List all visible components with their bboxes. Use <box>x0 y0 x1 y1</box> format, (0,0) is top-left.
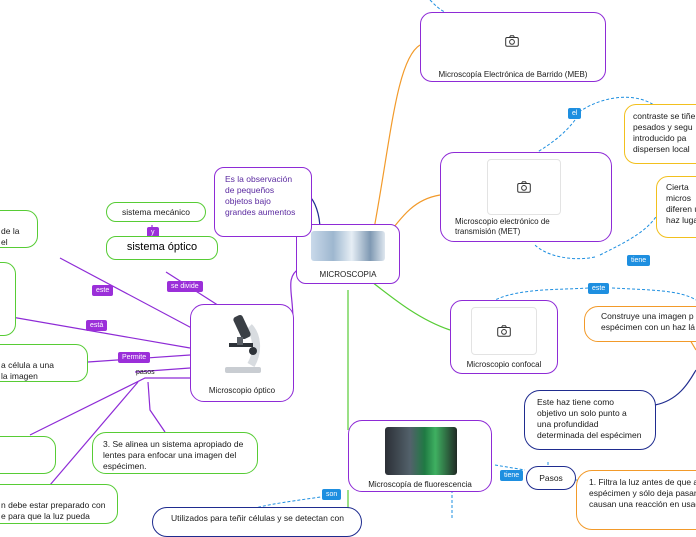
left-step-node[interactable] <box>0 436 56 474</box>
step-bottom-text: n debe estar preparado con e para que la… <box>1 500 106 521</box>
step-bottom-node[interactable]: n debe estar preparado con e para que la… <box>0 484 118 524</box>
fluorescence-image <box>385 427 457 475</box>
optical-node[interactable]: Microscopio óptico <box>190 304 294 402</box>
central-image <box>311 231 385 261</box>
camera-icon <box>497 325 511 337</box>
construye-node[interactable]: Construye una imagen p espécimen con un … <box>584 306 696 342</box>
camera-icon <box>517 181 531 193</box>
tag-tiene-met: tiene <box>627 255 651 266</box>
tag-tiene-fluor: tiene <box>500 470 524 481</box>
haz-node[interactable]: Este haz tiene como objetivo un solo pun… <box>524 390 656 450</box>
tag-permite: Permite <box>118 352 151 363</box>
definition-node[interactable]: Es la observación de pequeños objetos ba… <box>214 167 312 237</box>
step1-node[interactable]: 1. Filtra la luz antes de que a espécime… <box>576 470 696 530</box>
central-title: MICROSCOPIA <box>319 270 377 279</box>
contrast-note-text: contraste se tiñe pesados y segu introdu… <box>633 111 696 154</box>
optical-title: Microscopio óptico <box>208 386 276 395</box>
utilizados-text: Utilizados para teñir células y se detec… <box>171 513 344 523</box>
camera-icon <box>505 35 519 47</box>
meb-title: Microscopía Electrónica de Barrido (MEB) <box>438 70 588 79</box>
cierta-note-text: Cierta micros diferen un haz lugar d <box>666 182 696 225</box>
pasos-node[interactable]: Pasos <box>526 466 576 490</box>
step3-node[interactable]: 3. Se alinea un sistema apropiado de len… <box>92 432 258 474</box>
pasos-text: Pasos <box>539 473 563 483</box>
left-middle-node[interactable] <box>0 262 16 336</box>
step3-text: 3. Se alinea un sistema apropiado de len… <box>103 439 244 471</box>
utilizados-node[interactable]: Utilizados para teñir células y se detec… <box>152 507 362 537</box>
left-top-text: de la el <box>1 226 20 247</box>
central-node[interactable]: MICROSCOPIA <box>296 224 400 284</box>
tag-este-optical: este <box>92 285 114 296</box>
meb-image-placeholder <box>493 27 531 55</box>
confocal-node[interactable]: Microscopio confocal <box>450 300 558 374</box>
tag-y: y <box>147 227 159 238</box>
step1-text: 1. Filtra la luz antes de que a espécime… <box>589 477 696 509</box>
met-image-placeholder <box>487 159 561 215</box>
cierta-note[interactable]: Cierta micros diferen un haz lugar d <box>656 176 696 238</box>
met-title: Microscopio electrónico de transmisión (… <box>455 217 550 236</box>
left-permite-text: a célula a una la imagen <box>1 360 54 381</box>
fluorescence-title: Microscopía de fluorescencia <box>368 480 472 489</box>
tag-esta-optical: está <box>86 320 108 331</box>
sistema-mecanico-node[interactable]: sistema mecánico <box>106 202 206 222</box>
confocal-image-placeholder <box>471 307 537 355</box>
microscope-icon <box>225 314 261 373</box>
definition-text: Es la observación de pequeños objetos ba… <box>225 174 296 217</box>
sistema-optico-node[interactable]: sistema óptico <box>106 236 218 260</box>
sistema-mecanico-text: sistema mecánico <box>121 207 191 217</box>
tag-son: son <box>322 489 342 500</box>
construye-text: Construye una imagen p espécimen con un … <box>601 311 696 332</box>
tag-este-confocal: este <box>588 283 610 294</box>
tag-el: el <box>568 108 582 119</box>
haz-text: Este haz tiene como objetivo un solo pun… <box>537 397 642 440</box>
confocal-title: Microscopio confocal <box>466 360 542 369</box>
fluorescence-node[interactable]: Microscopía de fluorescencia <box>348 420 492 492</box>
meb-node[interactable]: Microscopía Electrónica de Barrido (MEB) <box>420 12 606 82</box>
met-node[interactable]: Microscopio electrónico de transmisión (… <box>440 152 612 242</box>
left-top-node[interactable]: de la el <box>0 210 38 248</box>
contrast-note[interactable]: contraste se tiñe pesados y segu introdu… <box>624 104 696 164</box>
sistema-optico-text: sistema óptico <box>126 241 198 253</box>
left-permite-node[interactable]: a célula a una la imagen <box>0 344 88 382</box>
tag-se-divide: se divide <box>167 281 203 292</box>
pasos-label: pasos <box>136 369 155 376</box>
